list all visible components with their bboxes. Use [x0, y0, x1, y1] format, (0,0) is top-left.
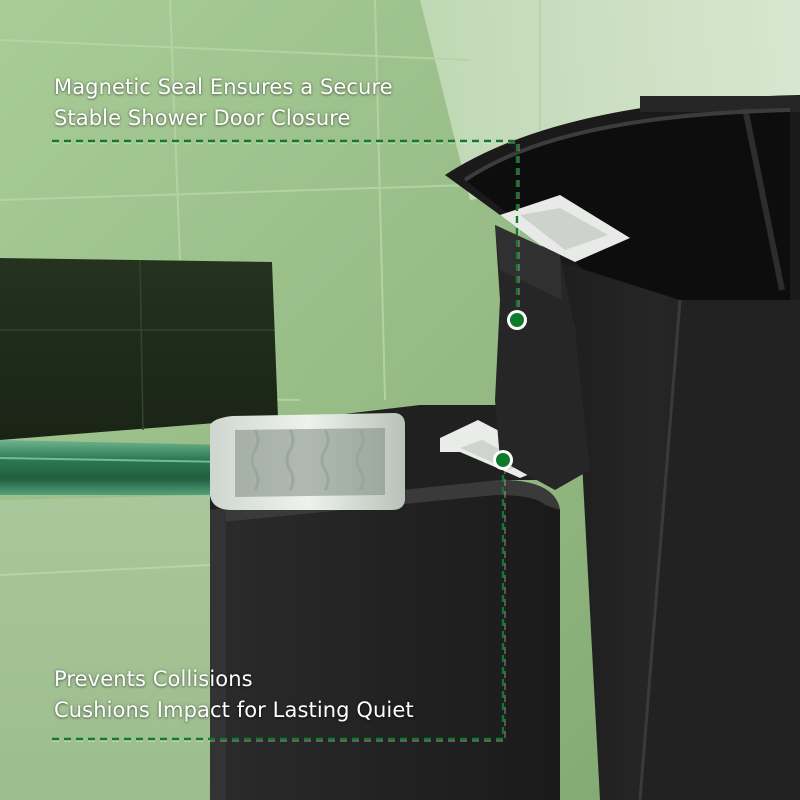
callout-collision-cushion: Prevents Collisions Cushions Impact for … — [54, 664, 414, 726]
callout-top-line1: Magnetic Seal Ensures a Secure — [54, 75, 393, 99]
callout-magnetic-seal: Magnetic Seal Ensures a Secure Stable Sh… — [54, 72, 393, 134]
callout-top-line2: Stable Shower Door Closure — [54, 106, 351, 130]
callout-bottom-line2: Cushions Impact for Lasting Quiet — [54, 698, 414, 722]
callout-bottom-line1: Prevents Collisions — [54, 667, 253, 691]
